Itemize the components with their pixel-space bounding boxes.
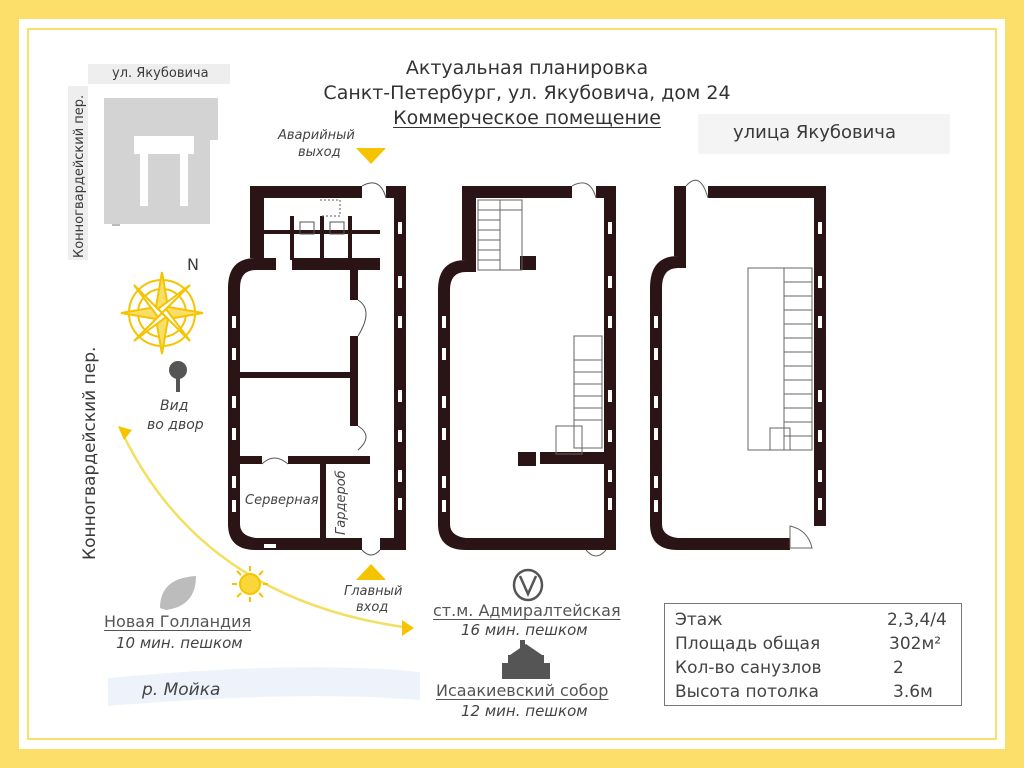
walking-route — [118, 427, 411, 630]
view-label-2: во двор — [147, 417, 204, 433]
arrow-right-icon — [402, 620, 414, 636]
title-line-1: Актуальная планировка — [405, 57, 649, 79]
cathedral-icon — [502, 640, 550, 679]
street-left-main-label: Конногвардейский пер. — [80, 346, 100, 560]
river-band — [108, 667, 420, 706]
landmark-name-new-holland[interactable]: Новая Голландия — [104, 612, 252, 631]
floor-plan-2-stairs — [477, 182, 607, 557]
street-left-top-label: Конногвардейский пер. — [72, 94, 87, 258]
area-value: 302м² — [889, 634, 942, 654]
area-label: Площадь общая — [675, 634, 821, 654]
landmark-walk-isaac-cathedral: 12 мин. пешком — [461, 702, 588, 720]
info-box: Этаж 2,3,4/4 Площадь общая 302м² Кол-во … — [664, 603, 962, 706]
leaf-icon — [160, 576, 196, 610]
main-entrance-label-1: Главный — [344, 584, 403, 599]
street-top-label: ул. Якубовича — [112, 66, 209, 81]
sun-icon — [232, 566, 268, 602]
arrow-up-icon — [118, 426, 132, 440]
floor-plan-1-fixtures — [261, 182, 387, 556]
landmark-name-isaac-cathedral[interactable]: Исаакиевский собор — [436, 681, 609, 700]
courtyard — [134, 136, 194, 154]
emergency-exit-marker — [356, 148, 386, 164]
title-line-2: Санкт-Петербург, ул. Якубовича, дом 24 — [323, 82, 731, 104]
landmark-name-admiralteyskaya[interactable]: ст.м. Адмиралтейская — [433, 601, 621, 620]
floor-value: 2,3,4/4 — [887, 610, 947, 630]
wc-label: Кол-во санузлов — [675, 658, 822, 678]
title-line-3: Коммерческое помещение — [393, 107, 661, 129]
landmark-walk-new-holland: 10 мин. пешком — [116, 634, 243, 652]
floor-plan-2 — [438, 186, 616, 550]
compass-icon — [120, 271, 204, 355]
main-entrance-label-2: вход — [356, 600, 389, 615]
map-pin-icon — [169, 361, 187, 392]
north-label: N — [187, 255, 199, 274]
street-band-left — [68, 86, 88, 260]
floor-plan-3 — [650, 186, 826, 550]
emergency-exit-label-1: Аварийный — [278, 128, 355, 143]
street-right-label: улица Якубовича — [733, 122, 896, 143]
server-room-label: Серверная — [245, 493, 319, 508]
view-label-1: Вид — [160, 398, 189, 414]
metro-icon — [512, 568, 544, 602]
landmark-walk-admiralteyskaya: 16 мин. пешком — [461, 621, 588, 639]
street-band-top — [88, 64, 230, 84]
street-band-right — [698, 114, 950, 154]
floor-label: Этаж — [675, 610, 723, 630]
wc-value: 2 — [893, 658, 904, 678]
inner-border — [27, 28, 997, 740]
height-label: Высота потолка — [675, 682, 819, 702]
floor-plan-3-stairs — [685, 179, 813, 549]
floor-plan-1 — [228, 186, 406, 550]
main-entrance-marker — [356, 564, 386, 580]
emergency-exit-label-2: выход — [298, 145, 341, 160]
river-label: р. Мойка — [142, 680, 221, 700]
wardrobe-label: Гардероб — [334, 470, 349, 535]
height-value: 3.6м — [893, 682, 933, 702]
